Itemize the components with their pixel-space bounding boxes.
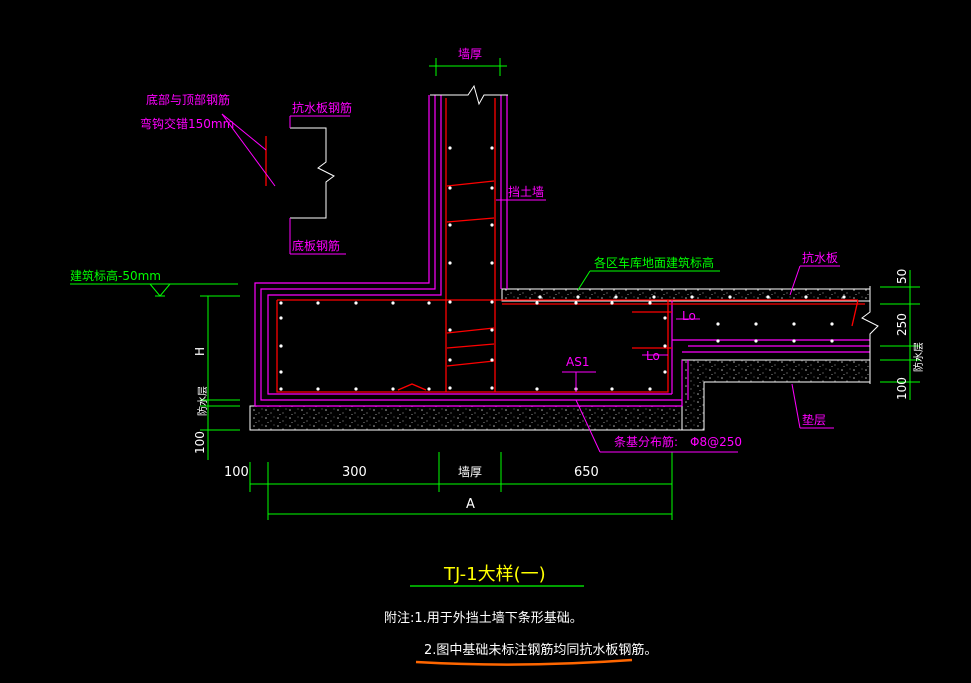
break-lines [290,84,879,384]
label-anti-water-plate: 抗水板 [802,250,838,265]
label-waterproof-left: 防水层 [196,386,209,416]
label-as1: AS1 [566,355,589,369]
label-garage-floor-elev: 各区车库地面建筑标高 [594,255,714,270]
note-line-2: 2.图中基础未标注钢筋均同抗水板钢筋。 [424,642,657,658]
drawing-title: TJ-1大样(一) [443,564,546,585]
cushion-layer-step [681,359,871,431]
label-lo-1: Lo [682,309,696,323]
dim-wall-thickness: 墙厚 [458,465,482,479]
dim-300: 300 [342,465,367,480]
structure-outline [254,95,870,407]
note-highlight-underline [415,658,633,666]
cushion-layer-main [249,405,683,431]
label-retaining-wall: 挡土墙 [508,185,544,199]
label-wall-thickness-top: 墙厚 [458,47,482,61]
dim-50-right: 50 [895,269,909,284]
dimension-lines [70,58,920,520]
label-dist-rebar-spec: Φ8@250 [690,435,742,449]
concrete-layers [249,288,871,431]
label-bottom-plate-rebar: 底板钢筋 [292,238,340,253]
label-dist-rebar: 条基分布筋: [614,434,678,449]
dim-100-right: 100 [895,377,909,400]
label-anti-water-rebar: 抗水板钢筋 [292,100,352,115]
label-lo-2: Lo [646,349,660,363]
rebars [265,98,865,393]
note-line-1: 附注:1.用于外挡土墙下条形基础。 [384,610,583,626]
label-building-elev: 建筑标高-50mm [70,268,161,283]
labels: 墙厚 底部与顶部钢筋 弯钩交错150mm 抗水板钢筋 底板钢筋 挡土墙 各区车库… [70,47,925,449]
dim-100-vertical: 100 [193,431,207,454]
dim-250-right: 250 [895,313,909,336]
label-h: H [193,347,207,356]
label-waterproof-right: 防水层 [912,342,925,372]
dim-a: A [466,497,475,512]
rebar-dots [279,146,846,391]
label-bottom-top-rebar-1: 底部与顶部钢筋 [146,92,230,107]
label-bottom-top-rebar-2: 弯钩交错150mm [140,116,234,131]
dimension-texts: 100 300 墙厚 650 A 100 50 250 100 [193,269,909,512]
label-cushion: 垫层 [802,412,826,427]
floor-topping-layer [501,288,871,302]
dim-100-left: 100 [224,465,249,480]
dim-650: 650 [574,465,599,480]
leader-lines [221,113,840,453]
